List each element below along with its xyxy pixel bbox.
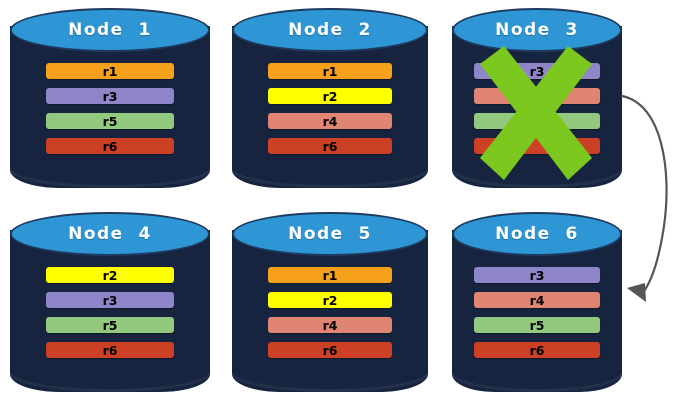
node-cylinder-1[interactable]: Node 1 r1 r3 r5 r6 xyxy=(10,8,210,188)
replica-bar[interactable]: r6 xyxy=(46,138,174,154)
replica-bar[interactable] xyxy=(474,113,600,129)
replica-bar[interactable]: r3 xyxy=(474,63,600,79)
replica-bar[interactable]: r5 xyxy=(46,113,174,129)
cylinder-bottom-6 xyxy=(452,356,622,392)
replica-bar[interactable]: r6 xyxy=(474,342,600,358)
replica-bar[interactable]: r5 xyxy=(46,317,174,333)
replica-list-5: r1 r2 r4 r6 xyxy=(268,267,392,358)
cylinder-top-1 xyxy=(10,8,210,52)
replica-bar[interactable]: r3 xyxy=(46,88,174,104)
cylinder-bottom-4 xyxy=(10,356,210,392)
node-cylinder-5[interactable]: Node 5 r1 r2 r4 r6 xyxy=(232,212,428,392)
replica-bar[interactable]: r2 xyxy=(46,267,174,283)
replica-bar[interactable] xyxy=(474,88,600,104)
cylinder-top-2 xyxy=(232,8,428,52)
replica-bar[interactable]: r2 xyxy=(268,88,392,104)
replica-bar[interactable]: r1 xyxy=(46,63,174,79)
replica-bar[interactable]: r5 xyxy=(474,317,600,333)
node-title-6: Node 6 xyxy=(495,224,579,244)
cylinder-bottom-3 xyxy=(452,152,622,188)
replica-bar[interactable]: r1 xyxy=(268,267,392,283)
replica-bar[interactable]: r4 xyxy=(268,113,392,129)
replica-list-1: r1 r3 r5 r6 xyxy=(46,63,174,154)
replica-bar[interactable]: r4 xyxy=(474,292,600,308)
replica-list-3: r3 xyxy=(474,63,600,154)
cylinder-bottom-2 xyxy=(232,152,428,188)
replica-bar[interactable]: r6 xyxy=(46,342,174,358)
node-cylinder-3[interactable]: Node 3 r3 xyxy=(452,8,622,188)
migration-arrow-icon xyxy=(620,94,668,302)
node-title-3: Node 3 xyxy=(495,20,579,40)
node-cylinder-4[interactable]: Node 4 r2 r3 r5 r6 xyxy=(10,212,210,392)
replica-bar[interactable]: r3 xyxy=(474,267,600,283)
replica-list-4: r2 r3 r5 r6 xyxy=(46,267,174,358)
replica-list-2: r1 r2 r4 r6 xyxy=(268,63,392,154)
node-title-2: Node 2 xyxy=(288,20,372,40)
cylinder-bottom-1 xyxy=(10,152,210,188)
replica-bar[interactable]: r3 xyxy=(46,292,174,308)
replica-list-6: r3 r4 r5 r6 xyxy=(474,267,600,358)
node-title-4: Node 4 xyxy=(68,224,152,244)
node-cylinder-2[interactable]: Node 2 r1 r2 r4 r6 xyxy=(232,8,428,188)
cylinder-top-4 xyxy=(10,212,210,256)
replica-bar[interactable]: r2 xyxy=(268,292,392,308)
node-title-5: Node 5 xyxy=(288,224,372,244)
node-title-1: Node 1 xyxy=(68,20,152,40)
replica-bar[interactable] xyxy=(474,138,600,154)
cylinder-top-5 xyxy=(232,212,428,256)
node-cylinder-6[interactable]: Node 6 r3 r4 r5 r6 xyxy=(452,212,622,392)
replica-bar[interactable]: r6 xyxy=(268,138,392,154)
replica-bar[interactable]: r1 xyxy=(268,63,392,79)
replica-bar[interactable]: r4 xyxy=(268,317,392,333)
cylinder-bottom-5 xyxy=(232,356,428,392)
replica-bar[interactable]: r6 xyxy=(268,342,392,358)
